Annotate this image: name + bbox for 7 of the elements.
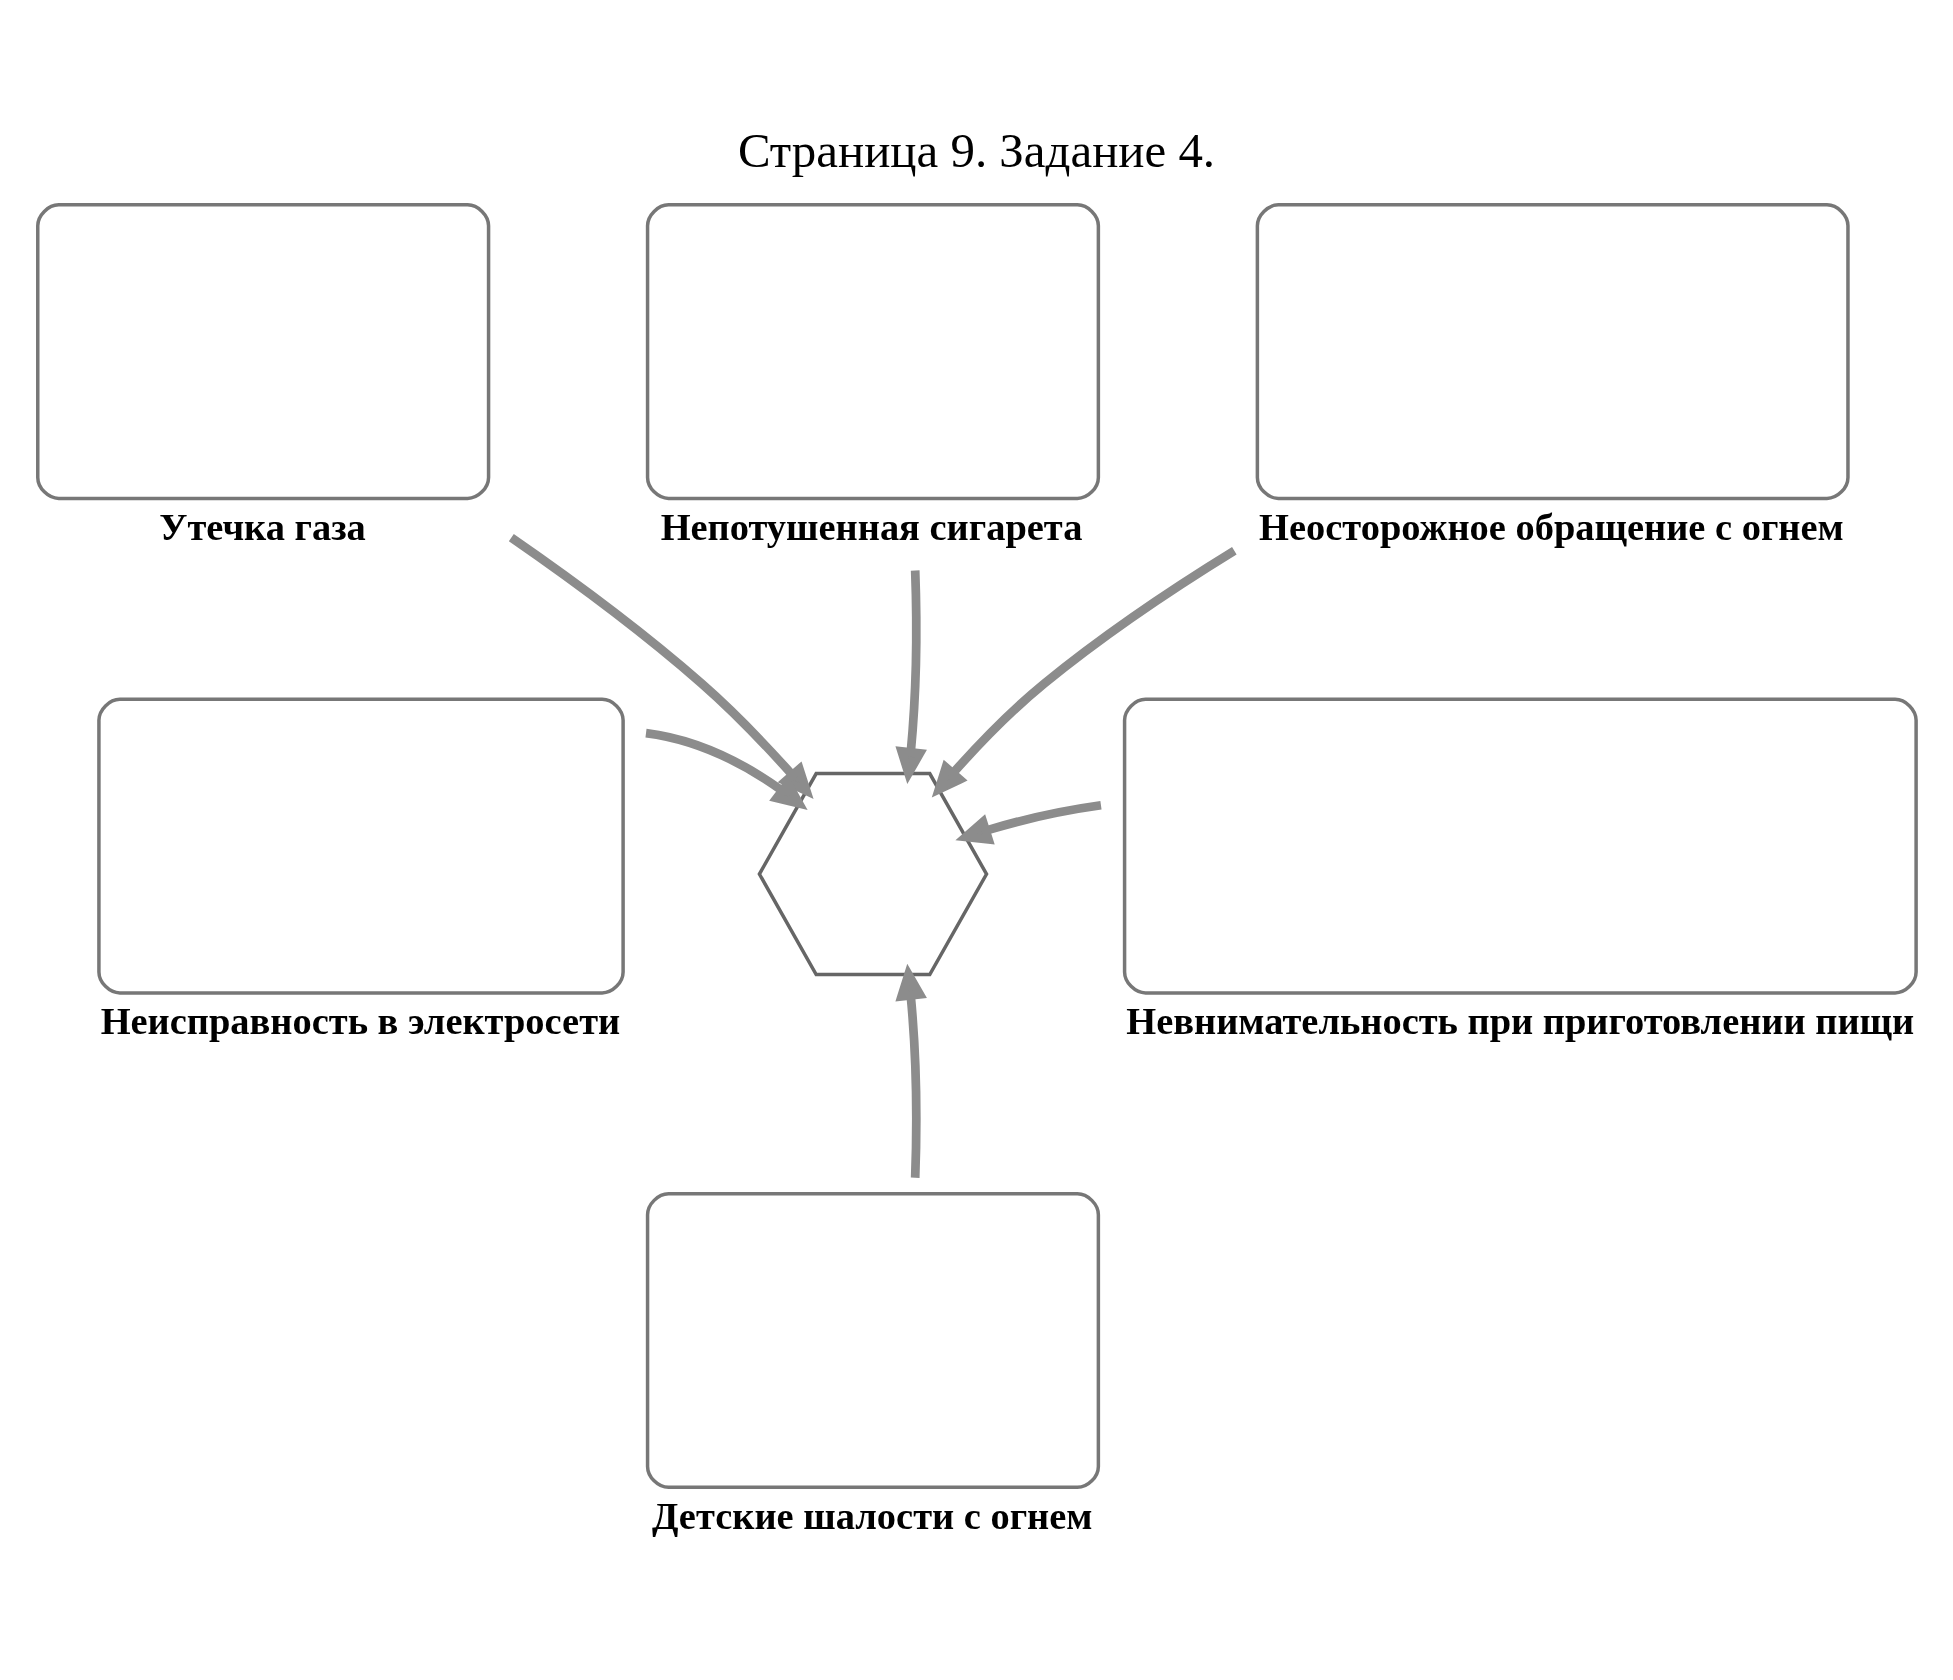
node-label: Невнимательность при приготовлении пищи bbox=[1126, 1000, 1915, 1043]
diagram-title: Страница 9. Задание 4. bbox=[737, 123, 1216, 179]
node-label: Неисправность в электросети bbox=[100, 1000, 621, 1043]
node-label: Детские шалости с огнем bbox=[651, 1494, 1093, 1537]
node-label: Утечка газа bbox=[159, 505, 366, 548]
node-label: Непотушенная сигарета bbox=[660, 505, 1083, 548]
node-label: Неосторожное обращение с огнем bbox=[1259, 505, 1844, 548]
